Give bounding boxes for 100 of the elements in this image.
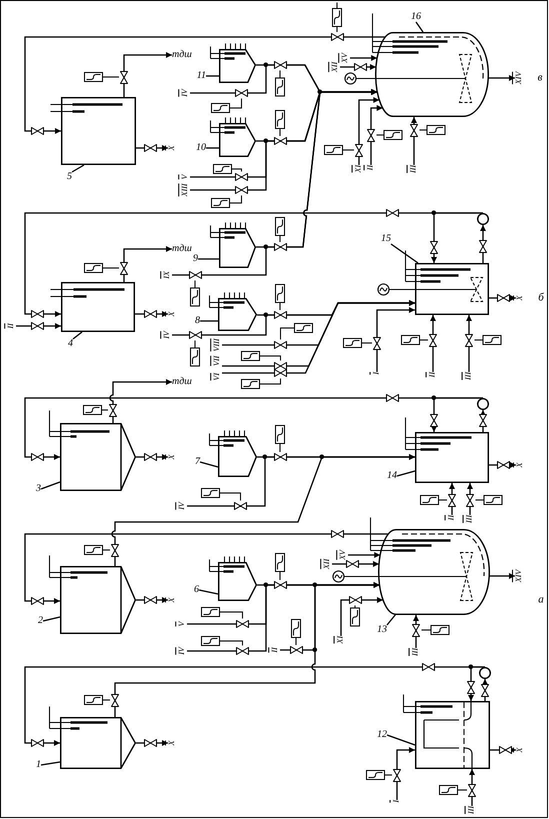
stream-label: II — [428, 372, 438, 378]
callout-number: 9 — [193, 254, 198, 264]
pipe-arrow — [135, 311, 168, 317]
stream-label: VII — [213, 356, 222, 366]
stream-label: IV — [163, 331, 172, 339]
callout-number: 10 — [196, 143, 206, 153]
callout-number: 15 — [381, 234, 391, 244]
stream-label: VI — [213, 373, 222, 381]
feed-hopper — [219, 49, 256, 83]
pipe-arrow — [109, 379, 172, 423]
stream-label: III — [466, 515, 474, 523]
pipe-arrow — [431, 212, 483, 263]
pipe-arrow — [24, 36, 386, 134]
stream-label: III — [464, 372, 474, 380]
tank — [415, 263, 489, 315]
pipe-arrow — [466, 315, 472, 372]
leader-line — [200, 320, 218, 322]
pipe-arrow — [430, 315, 436, 372]
pipe-arrow — [16, 323, 61, 329]
feed-hopper — [219, 123, 256, 157]
pipe-arrow — [340, 597, 383, 636]
stream-label: III — [468, 806, 476, 814]
stream-label: II — [448, 515, 456, 520]
leader-line — [396, 470, 416, 477]
leader-line — [415, 22, 424, 32]
leader-line — [206, 75, 219, 77]
pipe-arrow — [413, 615, 419, 648]
pipe-arrow — [350, 55, 378, 61]
leader-line — [198, 589, 218, 595]
callout-number: 7 — [195, 457, 200, 467]
leader-line — [386, 614, 396, 626]
pipe-arrow — [489, 295, 516, 301]
stream-label: IV — [181, 89, 190, 97]
pipe-arrow — [467, 483, 473, 515]
pipe-arrow — [488, 75, 515, 81]
pipe-arrow — [123, 246, 172, 282]
callout-number: 8 — [195, 316, 200, 326]
pipe-arrow — [489, 573, 515, 579]
leader-line — [42, 616, 60, 622]
callout-number: 3 — [36, 484, 41, 494]
stream-label: V — [178, 622, 187, 626]
pipe-arrow — [114, 582, 380, 717]
stream-label: XI — [354, 165, 364, 173]
callout-number: 16 — [411, 12, 421, 22]
pipe-arrow — [396, 747, 415, 800]
pipe-arrow — [480, 410, 486, 432]
leader-line — [40, 761, 60, 766]
leader-line — [40, 481, 60, 490]
stream-label: XV — [339, 550, 348, 560]
pipe-arrow — [358, 97, 380, 165]
callout-number: 5 — [67, 172, 72, 182]
pipe-arrow — [468, 666, 485, 701]
tank — [61, 282, 135, 332]
pump-symbol — [477, 398, 489, 410]
pipe-arrow — [469, 769, 475, 806]
stream-label: X — [168, 312, 177, 316]
leader-line — [72, 331, 82, 340]
pump-symbol — [477, 213, 489, 225]
stream-label: II — [366, 165, 376, 170]
stream-label: I — [392, 800, 402, 803]
tank — [415, 701, 490, 769]
pipe-arrow — [136, 597, 168, 603]
callout-number: 2 — [38, 616, 43, 626]
pipe-arrow — [348, 552, 380, 558]
pipe-arrow — [123, 52, 172, 97]
leader-line — [200, 461, 218, 468]
leader-line — [386, 734, 416, 746]
tank — [61, 97, 136, 165]
stream-label: X — [168, 454, 177, 460]
feed-hopper — [219, 228, 256, 268]
callout-number: 1 — [36, 760, 41, 770]
stream-label: IV — [178, 502, 187, 510]
stream-label: III — [412, 648, 420, 656]
pipe-arrow — [449, 483, 455, 515]
stream-label: VIII — [213, 338, 222, 352]
stream-label: X — [168, 740, 177, 746]
pipe-arrow — [489, 462, 516, 468]
feed-hopper — [218, 436, 257, 477]
pipe-arrow — [332, 561, 379, 567]
stream-label: XI — [336, 636, 346, 644]
stream-label: II — [7, 323, 16, 329]
reactor-vessel — [378, 529, 490, 615]
stream-label: тдш — [172, 244, 192, 254]
callout-number: 12 — [377, 730, 387, 740]
pipe-arrow — [136, 740, 168, 746]
stream-label: XIV — [515, 570, 524, 582]
hopper-tank — [60, 717, 136, 769]
leader-line — [72, 164, 84, 173]
callout-number: 6 — [194, 585, 199, 595]
pipe-arrow — [24, 533, 388, 604]
stream-label: XII — [331, 62, 340, 72]
pipe-arrow — [482, 679, 488, 701]
callout-number: 13 — [377, 625, 387, 635]
stream-label: X — [168, 146, 177, 150]
leader-line — [206, 147, 219, 149]
feed-hopper — [218, 298, 257, 331]
stream-label: XIV — [515, 72, 524, 84]
pipe-arrow — [431, 397, 483, 432]
panel-letter: б — [538, 292, 544, 304]
stream-label: X — [516, 748, 525, 752]
